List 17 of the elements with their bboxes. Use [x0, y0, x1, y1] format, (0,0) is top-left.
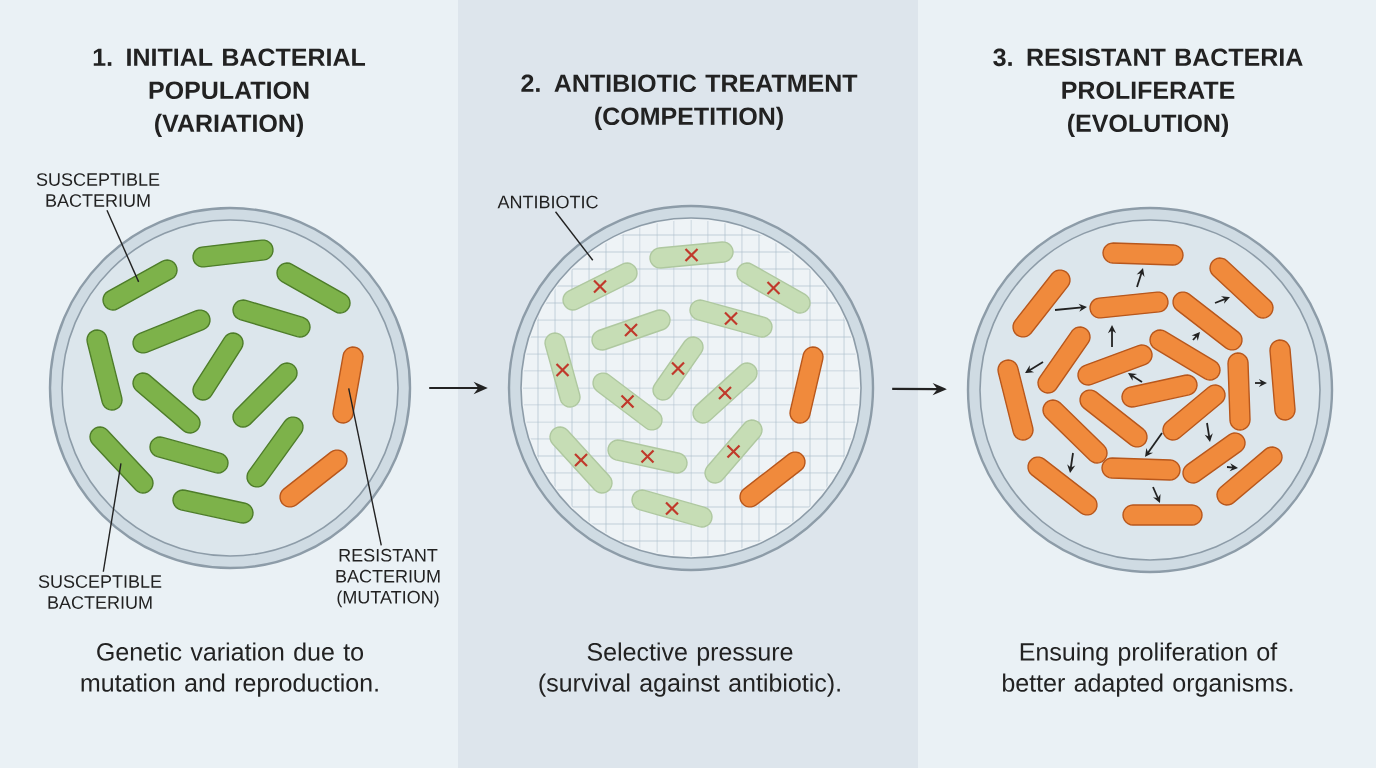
part-label: SUSCEPTIBLE BACTERIUM [38, 575, 162, 609]
panel-title: 3. RESISTANT BACTERIA PROLIFERATE (EVOLUTION) [993, 48, 1303, 138]
leader-line [102, 462, 122, 573]
panel-title: 1. INITIAL BACTERIAL POPULATION (VARIATION) [93, 48, 365, 138]
panel-caption: Selective pressure (survival against antibiotic). [539, 642, 840, 697]
part-label: SUSCEPTIBLE BACTERIUM [36, 173, 160, 207]
panel-caption: Genetic variation due to mutation and reproduction. [81, 642, 378, 697]
leader-line [554, 211, 594, 261]
bacterium [332, 346, 364, 424]
panel-caption: Ensuing proliferation of better adapted organisms. [1003, 642, 1293, 697]
part-label: RESISTANT BACTERIUM (MUTATION) [336, 548, 440, 608]
leader-line [106, 209, 140, 283]
bacterium [102, 259, 178, 311]
leader-line [348, 387, 382, 547]
panel-title: 2. ANTIBIOTIC TREATMENT (COMPETITION) [521, 74, 858, 131]
bacterium [89, 426, 154, 494]
part-label: ANTIBIOTIC [497, 195, 598, 209]
